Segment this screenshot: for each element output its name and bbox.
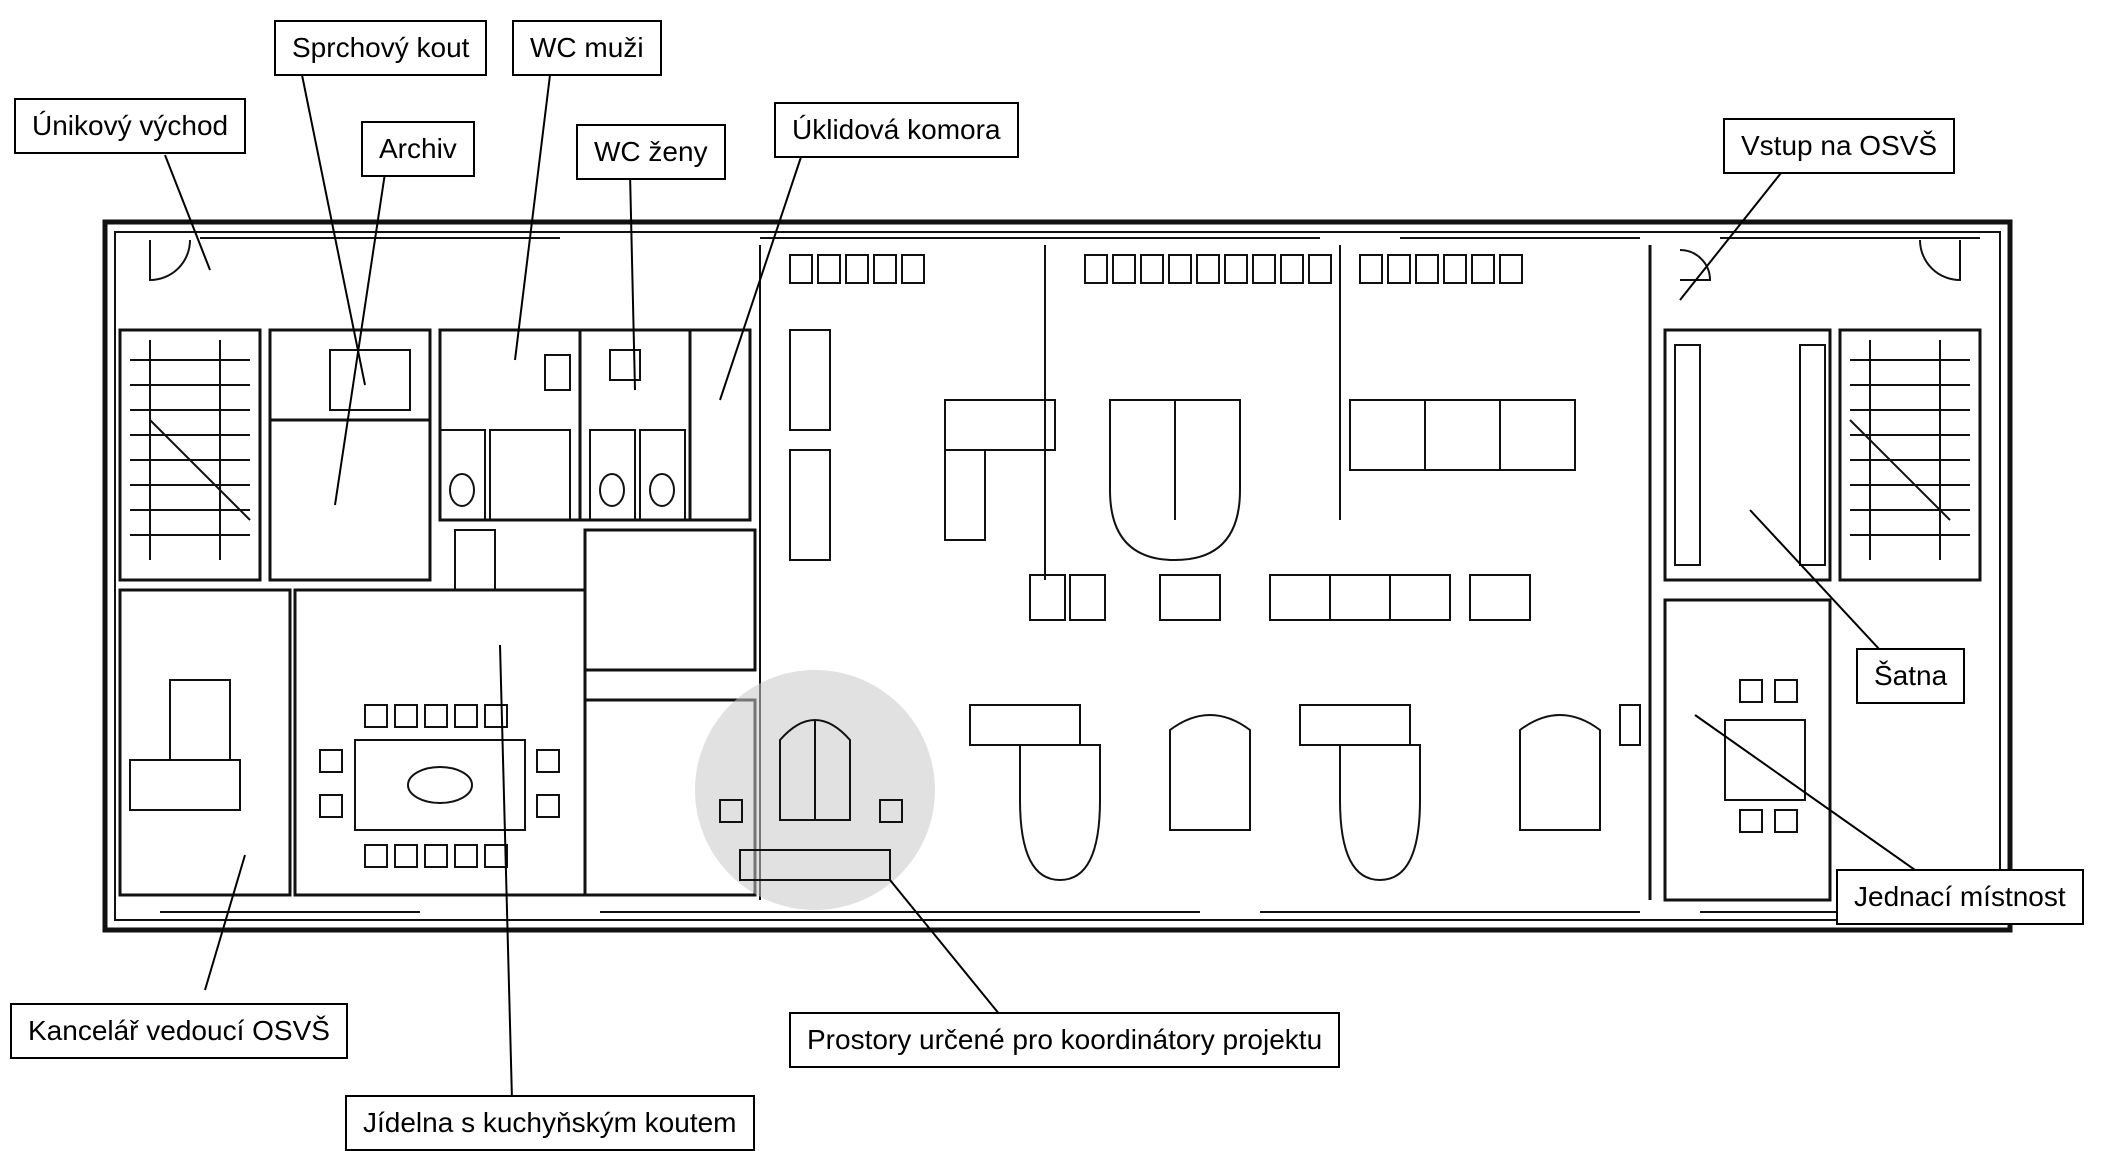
label-unikovy-vychod: Únikový východ [14,98,247,154]
meeting-room [1663,598,1832,902]
desk-cluster-bottom [969,704,1641,882]
left-stairs [130,340,251,560]
escape-door [149,239,191,282]
leader-lines [164,74,1916,1101]
label-wc-muzi: WC muži [512,20,662,76]
chairs-top [789,254,1523,284]
middle-tables [1029,574,1531,621]
coordinators-desks [719,719,903,881]
label-prostory-koordinatory: Prostory určené pro koordinátory projekt… [789,1012,1341,1068]
cleaning-room [688,328,752,522]
outer-wall [102,219,2013,933]
right-stairs [1849,340,1970,560]
head-office [118,588,292,897]
wardrobe-room [1663,328,1832,582]
archive-room [268,418,432,582]
label-kancelar-vedouci: Kancelář vedoucí OSVŠ [10,1003,348,1059]
label-archiv: Archiv [361,121,475,177]
right-stairwell [1838,328,1982,582]
head-office-desk-2 [129,759,241,811]
wc-stalls [439,349,686,521]
small-office [583,528,757,672]
wc-men [438,328,582,522]
osvs-door [1679,249,1712,281]
label-jidelna: Jídelna s kuchyňským koutem [345,1095,755,1151]
outer-wall-inner [114,231,2001,921]
dining-chairs [319,704,560,868]
label-sprchovy-kout: Sprchový kout [274,20,488,76]
meeting-chairs [1739,679,1798,833]
label-wc-zeny: WC ženy [576,124,726,180]
dining-table [354,739,526,831]
label-vstup-osvs: Vstup na OSVŠ [1723,118,1956,174]
label-jednaci-mistnost: Jednací místnost [1836,869,2084,925]
kitchen-counter [454,529,496,591]
head-office-desk [169,679,231,761]
meeting-table [1724,719,1806,801]
dining-room [293,588,587,897]
left-stairwell [118,328,262,582]
label-uklidova-komora: Úklidová komora [774,102,1019,158]
shower-tray [329,349,411,411]
desk-cluster-top [789,329,1576,562]
dining-table-center [407,766,473,804]
entrance-door [1919,239,1961,282]
label-satna: Šatna [1856,648,1966,704]
wardrobe-lockers [1674,344,1826,566]
